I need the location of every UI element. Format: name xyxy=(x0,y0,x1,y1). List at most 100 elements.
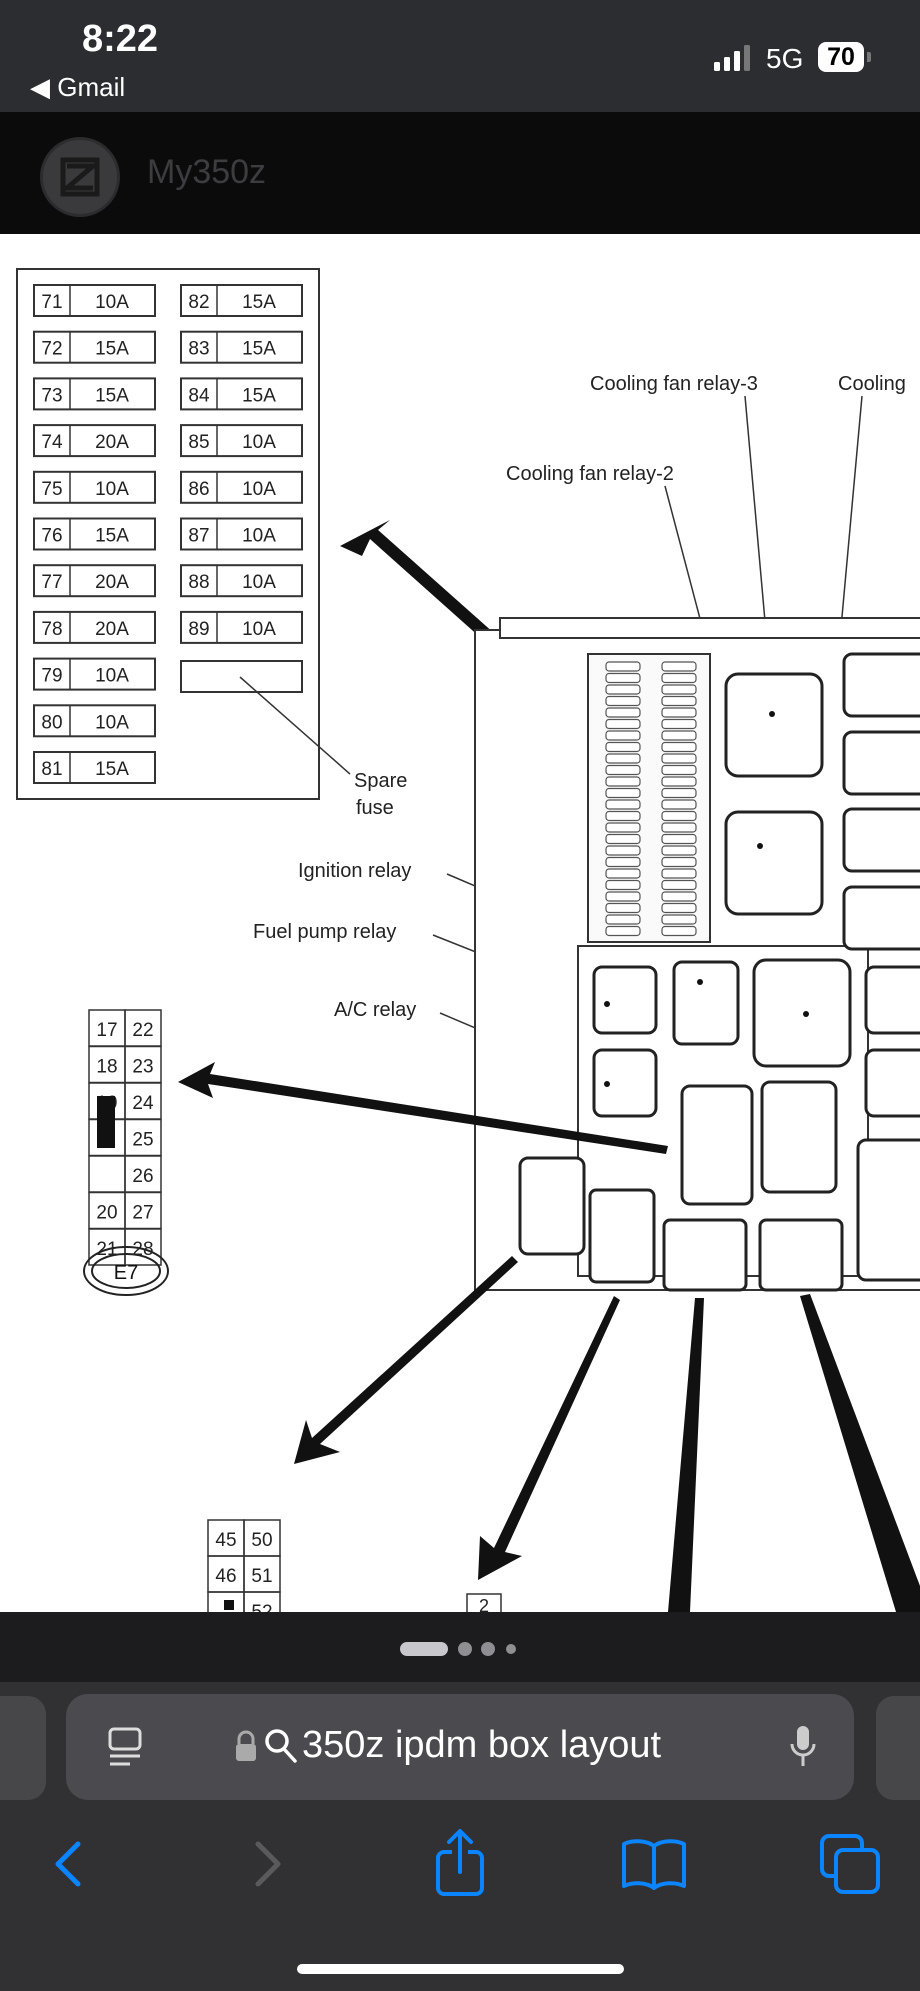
fuse-number: 87 xyxy=(188,526,209,547)
arrow-down-2 xyxy=(800,1294,920,1612)
fuse-slot xyxy=(605,914,641,925)
fuse-amperage: 10A xyxy=(95,666,129,687)
fuse-cell xyxy=(33,424,156,458)
fuse-cell xyxy=(33,751,156,784)
battery-tip xyxy=(867,52,871,62)
connector-2-box xyxy=(466,1593,502,1612)
pin-46: 46 xyxy=(215,1566,236,1587)
e7-badge-inner xyxy=(91,1253,161,1289)
fuse-number: 73 xyxy=(41,385,62,406)
fuse-number: 84 xyxy=(188,385,210,406)
fuse-amperage: 20A xyxy=(95,619,129,640)
fuse-slot xyxy=(605,695,641,707)
address-bar[interactable]: 350z ipdm box layout xyxy=(66,1694,854,1800)
fuse-slot xyxy=(661,799,697,810)
fuse-slot xyxy=(661,868,697,879)
fuse-slot xyxy=(605,879,641,891)
fuse-slot xyxy=(605,776,641,787)
status-time: 8:22 xyxy=(82,18,159,60)
e7-pin-right: 26 xyxy=(132,1166,153,1187)
chevron-right-icon[interactable] xyxy=(230,1828,302,1900)
fuse-number: 79 xyxy=(41,666,62,687)
fuse-number: 89 xyxy=(188,619,209,640)
e7-badge-outer xyxy=(83,1246,169,1296)
fuse-cell xyxy=(33,657,156,691)
pin-45: 45 xyxy=(215,1530,236,1551)
fuse-slot xyxy=(605,707,641,718)
previous-tab-peek[interactable] xyxy=(0,1696,46,1800)
fuse-slot xyxy=(605,787,641,799)
pin-51: 51 xyxy=(251,1566,272,1587)
fuse-slot xyxy=(661,810,697,822)
e7-badge-label: E7 xyxy=(114,1262,138,1284)
fuse-slot xyxy=(605,833,641,845)
fuse-number: 88 xyxy=(188,572,209,593)
book-icon[interactable] xyxy=(618,1828,690,1900)
fuse-slot xyxy=(661,833,697,845)
back-triangle-icon: ◀ xyxy=(30,72,50,102)
fuse-amperage: 20A xyxy=(95,432,129,453)
fuse-amperage: 15A xyxy=(242,385,276,406)
arrow-to-bottom-mid xyxy=(478,1296,620,1580)
fuse-cell xyxy=(33,610,156,644)
label-ignition-relay: Ignition relay xyxy=(298,860,411,882)
image-pager[interactable] xyxy=(0,1612,920,1682)
fuse-slot xyxy=(661,764,697,776)
battery-level: 70 xyxy=(827,43,855,71)
fuse-slot xyxy=(661,741,697,753)
fuse-number: 86 xyxy=(188,479,209,500)
fuse-amperage: 10A xyxy=(242,619,276,640)
fuse-cell xyxy=(33,517,156,551)
connector-e7-table: 172218231924252620272128 xyxy=(88,1009,162,1266)
fuse-slot xyxy=(605,718,641,730)
fuse-slot xyxy=(661,879,697,891)
e7-pin-right: 22 xyxy=(132,1020,153,1041)
fuse-slot xyxy=(605,902,641,914)
fuse-slot xyxy=(661,902,697,914)
e7-cell xyxy=(88,1155,126,1193)
fuse-amperage: 10A xyxy=(95,292,129,313)
arrow-down-1 xyxy=(668,1298,704,1612)
microphone-icon[interactable] xyxy=(788,1724,818,1770)
spare-label-1: Spare xyxy=(354,770,407,792)
arrow-to-e7 xyxy=(178,1062,668,1154)
address-bar-area: 350z ipdm box layout xyxy=(0,1682,920,1812)
fuse-slot xyxy=(661,822,697,833)
fuse-amperage: 15A xyxy=(242,339,276,360)
fuse-cell xyxy=(33,704,156,738)
relays xyxy=(518,652,920,1292)
e7-pin-left: 20 xyxy=(96,1203,117,1224)
search-icon xyxy=(265,1729,297,1763)
share-icon[interactable] xyxy=(424,1828,496,1900)
e7-pin-right: 23 xyxy=(132,1057,153,1078)
next-tab-peek[interactable] xyxy=(876,1696,920,1800)
tabs-icon[interactable] xyxy=(814,1828,886,1900)
label-fuel-pump-relay: Fuel pump relay xyxy=(253,921,396,943)
fuse-slot xyxy=(605,891,641,902)
page-menu-icon[interactable] xyxy=(106,1726,146,1768)
fuse-slot xyxy=(605,822,641,833)
fuse-amperage: 20A xyxy=(95,572,129,593)
fuse-slot xyxy=(605,810,641,822)
fuse-slot xyxy=(605,845,641,856)
fuse-cell xyxy=(180,564,303,598)
fuse-slot xyxy=(661,787,697,799)
fuse-slot xyxy=(661,661,697,672)
fuse-cell xyxy=(180,330,303,364)
chevron-left-icon[interactable] xyxy=(34,1828,106,1900)
fuse-amperage: 15A xyxy=(95,339,129,360)
back-to-app-link[interactable]: ◀ Gmail xyxy=(30,72,125,103)
fuse-slot xyxy=(661,730,697,741)
fuse-slot xyxy=(605,730,641,741)
fuse-slot xyxy=(605,764,641,776)
fuse-amperage: 15A xyxy=(95,526,129,547)
connector-2-label: 2 xyxy=(479,1596,489,1612)
fuse-slot xyxy=(661,695,697,707)
bottom-toolbar xyxy=(0,1812,920,1991)
e7-pin-left: 17 xyxy=(96,1020,117,1041)
site-logo[interactable] xyxy=(40,137,120,217)
fuse-strips xyxy=(605,661,697,937)
fuse-number: 75 xyxy=(41,479,62,500)
